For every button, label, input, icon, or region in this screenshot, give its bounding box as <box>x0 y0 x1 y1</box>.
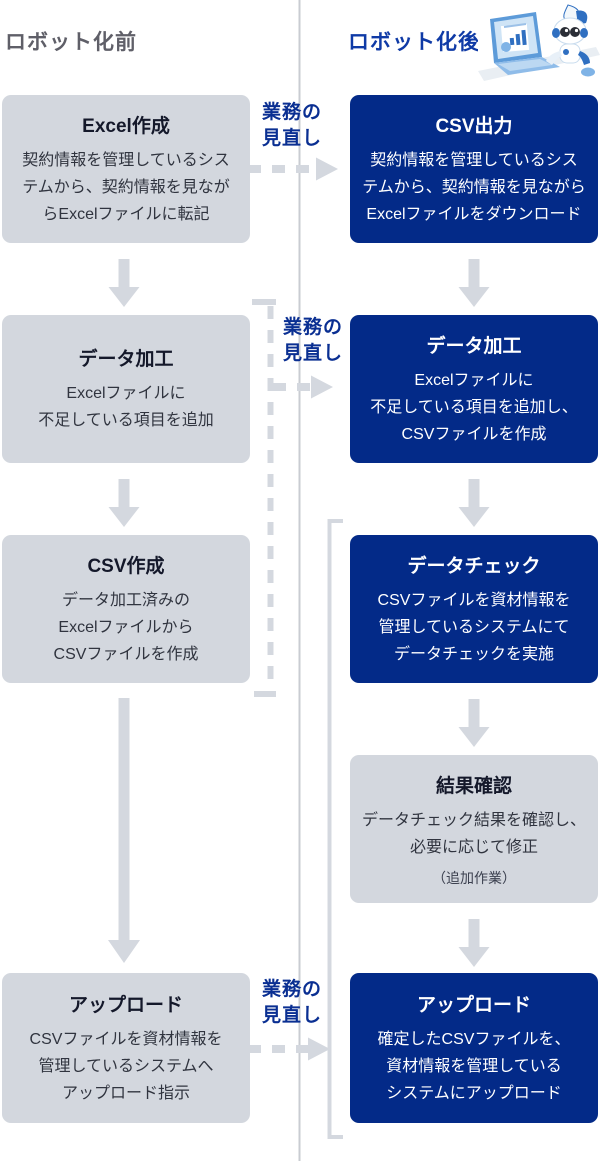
after-column-header: ロボット化後 <box>348 31 480 54</box>
dashed-arrow-review-2-head <box>311 375 333 399</box>
before-column-header: ロボット化前 <box>5 31 137 54</box>
step-title: アップロード <box>416 994 531 1016</box>
down-arrow-before-long <box>108 698 140 963</box>
before-step-excel-create: Excel作成 契約情報を管理しているシス テムから、契約情報を見なが らExc… <box>2 95 250 243</box>
after-step-data-check: データチェック CSVファイルを資材情報を 管理しているシステムにて データチェ… <box>350 535 598 683</box>
review-label-1: 業務の 見直し <box>262 102 323 149</box>
step-body: CSVファイルを資材情報を 管理しているシステムへ アップロード指示 <box>29 1030 223 1102</box>
step-body: データチェック結果を確認し、 必要に応じて修正 <box>361 811 586 856</box>
step-body: データ加工済みの Excelファイルから CSVファイルを作成 <box>53 591 199 663</box>
review-label-3: 業務の 見直し <box>262 979 323 1026</box>
step-note: （追加作業） <box>432 869 516 886</box>
down-arrow-after-2 <box>458 479 490 527</box>
step-body: 契約情報を管理しているシス テムから、契約情報を見なが らExcelファイルに転… <box>22 151 230 223</box>
before-step-data-processing: データ加工 Excelファイルに 不足している項目を追加 <box>2 315 250 463</box>
robot-mascot-image <box>478 3 600 81</box>
dashed-arrow-review-1-head <box>316 157 338 181</box>
step-title: 結果確認 <box>435 775 512 797</box>
step-title: データチェック <box>407 555 541 577</box>
step-body: 契約情報を管理しているシス テムから、契約情報を見ながら Excelファイルをダ… <box>362 151 586 223</box>
after-step-csv-output: CSV出力 契約情報を管理しているシス テムから、契約情報を見ながら Excel… <box>350 95 598 243</box>
down-arrow-after-3 <box>458 699 490 747</box>
down-arrow-before-2 <box>108 479 140 527</box>
step-body: Excelファイルに 不足している項目を追加し、 CSVファイルを作成 <box>370 371 578 443</box>
right-group-bracket <box>327 519 343 1139</box>
after-step-upload: アップロード 確定したCSVファイルを、 資材情報を管理している システムにアッ… <box>350 973 598 1123</box>
before-step-csv-create: CSV作成 データ加工済みの Excelファイルから CSVファイルを作成 <box>2 535 250 683</box>
step-body: Excelファイルに 不足している項目を追加 <box>38 385 214 429</box>
after-step-result-confirm: 結果確認 データチェック結果を確認し、 必要に応じて修正 （追加作業） <box>350 755 598 903</box>
step-title: アップロード <box>68 994 183 1016</box>
step-title: Excel作成 <box>82 115 170 137</box>
before-step-upload: アップロード CSVファイルを資材情報を 管理しているシステムへ アップロード指… <box>2 973 250 1123</box>
step-title: データ加工 <box>426 335 522 357</box>
review-label-2: 業務の 見直し <box>283 317 344 364</box>
step-body: 確定したCSVファイルを、 資材情報を管理している システムにアップロード <box>377 1030 571 1102</box>
down-arrow-after-4 <box>458 919 490 967</box>
robot-at-laptop-icon <box>478 3 600 81</box>
down-arrow-before-1 <box>108 259 140 307</box>
dashed-arrow-review-3-head <box>308 1037 330 1061</box>
step-title: CSV作成 <box>87 555 165 577</box>
step-body: CSVファイルを資材情報を 管理しているシステムにて データチェックを実施 <box>377 591 571 663</box>
step-title: データ加工 <box>78 349 174 370</box>
down-arrow-after-1 <box>458 259 490 307</box>
step-title: CSV出力 <box>435 115 513 137</box>
after-step-data-processing: データ加工 Excelファイルに 不足している項目を追加し、 CSVファイルを作… <box>350 315 598 463</box>
